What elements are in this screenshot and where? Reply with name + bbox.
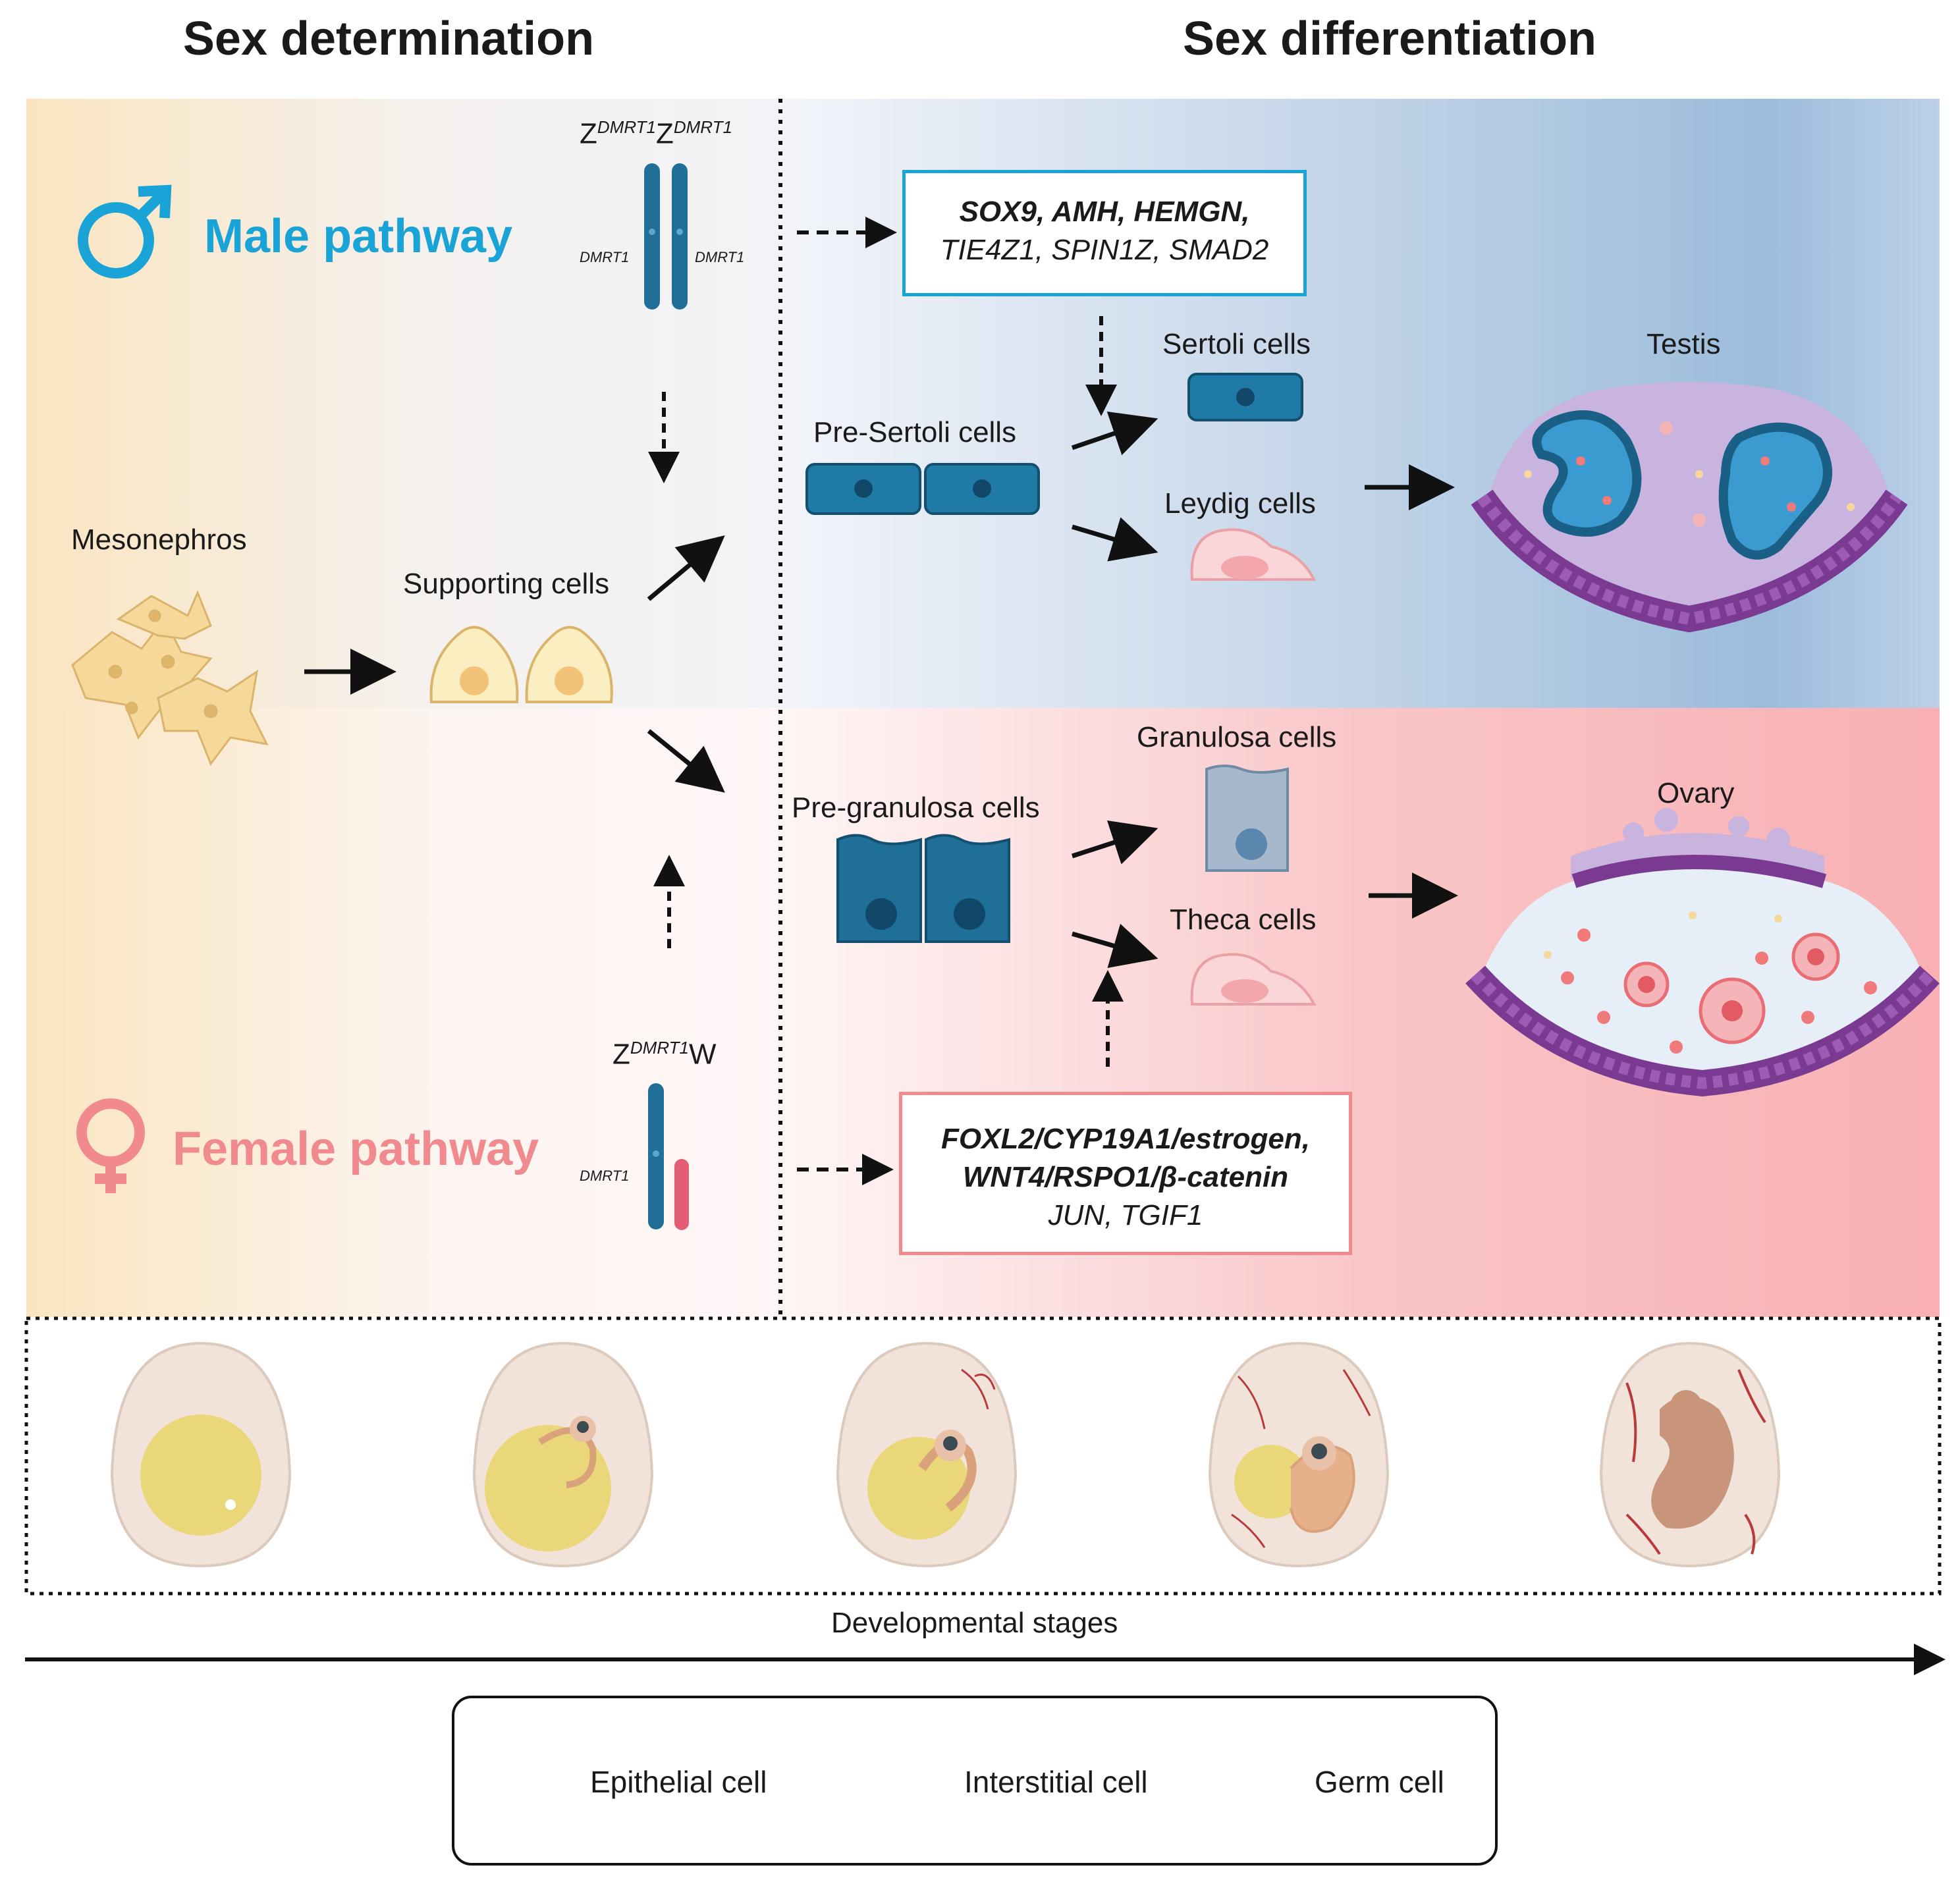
male-genes-plain: TIE4Z1, SPIN1Z, SMAD2 [940,234,1269,266]
leydig-cell-icon [1190,528,1317,581]
testis-icon [1471,382,1908,633]
header-sex-differentiation: Sex differentiation [1182,13,1597,65]
egg-stage-3-icon [836,1341,1018,1568]
legend-interstitial-label: Interstitial cell [964,1765,1148,1799]
karyotype-w: W [688,1038,717,1071]
female-gene-box: FOXL2/CYP19A1/estrogen, WNT4/RSPO1/β-cat… [899,1092,1352,1255]
leydig-cells-label: Leydig cells [1164,487,1316,520]
male-chrom-label-right: DMRT1 [695,249,745,265]
egg-stage-1-icon [110,1341,292,1568]
legend: Epithelial cell Interstitial cell Germ c… [452,1696,1498,1866]
female-pathway-label: Female pathway [173,1123,539,1175]
female-genes-bold-2: WNT4/RSPO1/β-catenin [962,1161,1289,1193]
male-gene-box: SOX9, AMH, HEMGN, TIE4Z1, SPIN1Z, SMAD2 [902,170,1307,296]
supporting-cells-icon [429,626,613,703]
female-genes-plain: JUN, TGIF1 [1048,1199,1203,1231]
developmental-stages-label: Developmental stages [831,1607,1118,1639]
supporting-cells-label: Supporting cells [403,568,610,600]
karyotype-z2: Z [655,117,674,150]
female-symbol-icon [76,1098,145,1193]
karyotype-z2-sup: DMRT1 [673,117,732,137]
egg-stage-2-icon [472,1341,654,1568]
male-karyotype: ZDMRT1ZDMRT1 [580,117,732,151]
male-pathway-label: Male pathway [204,210,513,263]
legend-epithelial-label: Epithelial cell [590,1765,767,1799]
female-chrom-label: DMRT1 [580,1168,630,1184]
pre-sertoli-cells-label: Pre-Sertoli cells [813,416,1017,448]
mesonephros-cells-icon [71,590,269,766]
testis-label: Testis [1647,328,1721,360]
karyotype-z1-sup: DMRT1 [597,117,656,137]
egg-stage-5-icon [1599,1341,1781,1568]
female-chromosomes-icon [648,1083,689,1230]
granulosa-cells-label: Granulosa cells [1137,721,1337,753]
male-genes-bold: SOX9, AMH, HEMGN, [959,196,1250,228]
female-genes-bold-1: FOXL2/CYP19A1/estrogen, [941,1123,1310,1155]
male-chrom-label-left: DMRT1 [580,249,630,265]
mesonephros-label: Mesonephros [71,524,247,556]
granulosa-cell-icon [1205,765,1289,872]
header-sex-determination: Sex determination [182,13,595,65]
ovary-label: Ovary [1657,777,1735,809]
legend-germ-label: Germ cell [1315,1765,1444,1799]
male-chromosomes-icon [644,163,688,309]
theca-cell-icon [1190,953,1317,1006]
male-symbol-icon [78,184,172,279]
egg-stage-4-icon [1208,1341,1390,1568]
karyotype-z1: Z [580,117,597,150]
sertoli-cell-icon [1187,373,1303,421]
pre-granulosa-cells-label: Pre-granulosa cells [792,792,1040,824]
ovary-icon [1465,808,1940,1097]
female-karyotype: ZDMRT1W [612,1038,717,1071]
karyotype-z: Z [612,1038,630,1071]
pre-sertoli-cells-icon [805,463,1040,515]
sertoli-cells-label: Sertoli cells [1162,328,1311,360]
pre-granulosa-cells-icon [836,834,1010,943]
karyotype-z-sup: DMRT1 [630,1038,689,1058]
theca-cells-label: Theca cells [1170,903,1317,936]
